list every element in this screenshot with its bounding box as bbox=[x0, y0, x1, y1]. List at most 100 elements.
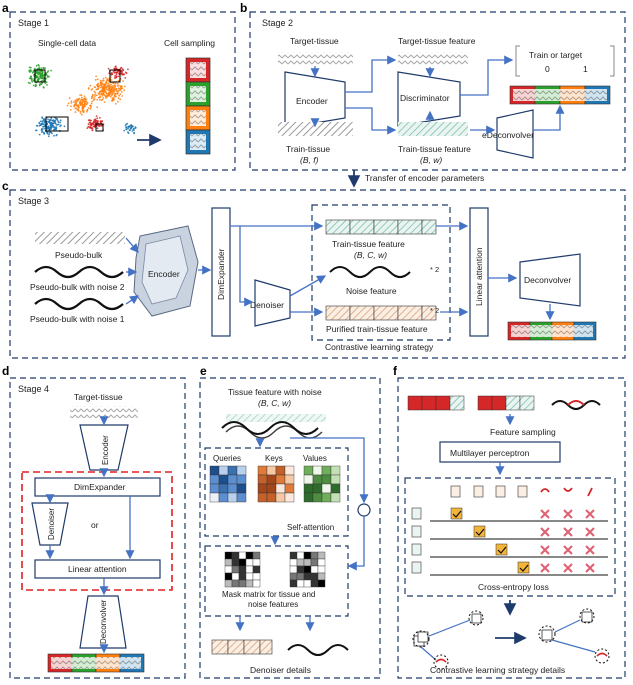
values-matrix bbox=[303, 465, 341, 503]
stage3-frame bbox=[9, 189, 626, 359]
panel-label-d: d bbox=[2, 364, 9, 378]
train-tissue-signal bbox=[278, 122, 353, 136]
train-tissue-dims: (B, f) bbox=[300, 155, 319, 165]
stage1-frame bbox=[9, 11, 236, 171]
s4-output-bar bbox=[47, 653, 145, 673]
stage4-title: Stage 4 bbox=[18, 384, 49, 394]
s4-encoder-block bbox=[79, 424, 129, 471]
pseudo-bulk-label: Pseudo-bulk bbox=[55, 250, 103, 260]
dimexpander-label: DimExpander bbox=[216, 248, 226, 300]
cross-entropy-matrix bbox=[411, 485, 608, 576]
tissue-noise-label: Tissue feature with noise bbox=[228, 387, 322, 397]
contrastive-details-panel: Feature sampling Multilayer perceptron C… bbox=[397, 377, 626, 679]
arrow-disc-label bbox=[460, 55, 514, 96]
panel-label-f: f bbox=[393, 364, 398, 378]
transfer-label: Transfer of encoder parameters bbox=[365, 173, 484, 183]
noise1-label: Pseudo-bulk with noise 1 bbox=[30, 314, 125, 324]
contrastive-frame bbox=[311, 204, 451, 341]
cell-sampling-label: Cell sampling bbox=[164, 38, 215, 48]
sampled-feature-stacks bbox=[407, 395, 535, 411]
times2-bottom: * 2 bbox=[430, 306, 439, 315]
s4-encoder-label: Encoder bbox=[101, 435, 110, 465]
s4-target-tissue-label: Target-tissue bbox=[74, 392, 123, 402]
stage3-deconvolver-label: Deconvolver bbox=[524, 275, 571, 285]
noise2-label: Pseudo-bulk with noise 2 bbox=[30, 282, 125, 292]
purified-label: Purified train-tissue feature bbox=[326, 324, 428, 334]
contrastive-label: Contrastive learning strategy bbox=[325, 342, 434, 352]
encoder-label: Encoder bbox=[296, 96, 328, 106]
sampled-cells-stack bbox=[185, 57, 211, 155]
arrow-edeconv-output bbox=[533, 104, 565, 131]
target-feature-signal bbox=[398, 52, 468, 66]
sample-box-4 bbox=[95, 123, 104, 132]
panel-label-a: a bbox=[2, 1, 9, 15]
panel-e-frame bbox=[199, 377, 381, 679]
mask-matrix-noise bbox=[289, 551, 326, 588]
train-feature-stack bbox=[325, 219, 437, 235]
noise2-signal bbox=[34, 265, 124, 279]
sample-box-3 bbox=[45, 116, 69, 132]
discriminator-label: Discriminator bbox=[400, 93, 450, 103]
noise-feature-label: Noise feature bbox=[346, 286, 397, 296]
single-cell-label: Single-cell data bbox=[38, 38, 96, 48]
mask-frame bbox=[204, 545, 349, 617]
panel-f-frame bbox=[397, 377, 626, 679]
train-feature-dims: (B, w) bbox=[420, 155, 442, 165]
discriminator-block bbox=[397, 71, 461, 127]
purified-feature-stack bbox=[325, 305, 437, 321]
cross-entropy-frame bbox=[404, 477, 616, 597]
s4-denoiser-block bbox=[31, 502, 69, 546]
linear-attention-label: Linear attention bbox=[474, 247, 484, 306]
stage2-frame bbox=[249, 11, 626, 171]
s4-linear-attention-block bbox=[34, 559, 161, 579]
train-tissue-label: Train-tissue bbox=[286, 144, 330, 154]
arrow-input-residual bbox=[290, 437, 369, 504]
denoiser-block bbox=[254, 279, 291, 327]
label-one: 1 bbox=[583, 64, 588, 74]
mask-matrix-tissue bbox=[224, 551, 261, 588]
mask-label-1: Mask matrix for tissue and bbox=[222, 590, 315, 599]
self-attention-frame bbox=[204, 447, 349, 537]
s3-train-feature-label: Train-tissue feature bbox=[332, 239, 405, 249]
stage3-denoiser-label: Denoiser bbox=[250, 300, 284, 310]
s3-train-feature-dims: (B, C, w) bbox=[354, 250, 387, 260]
residual-circle bbox=[357, 503, 371, 517]
arrow-encoder-targetfeat bbox=[345, 55, 397, 93]
keys-label: Keys bbox=[265, 454, 283, 463]
stage3-output-bar bbox=[507, 321, 597, 341]
panel-label-c: c bbox=[2, 179, 9, 193]
times2-top: * 2 bbox=[430, 265, 439, 274]
target-tissue-label: Target-tissue bbox=[290, 36, 339, 46]
linear-attention-block bbox=[469, 207, 489, 337]
arrow-n1-encoder bbox=[125, 295, 140, 305]
s4-deconvolver-label: Deconvolver bbox=[99, 599, 108, 644]
feature-sampling-label: Feature sampling bbox=[490, 427, 556, 437]
edeconvolver-block bbox=[496, 109, 534, 159]
denoiser-details-caption: Denoiser details bbox=[250, 665, 311, 675]
s4-highlight-frame bbox=[21, 471, 173, 591]
dimexpander-block bbox=[211, 207, 231, 337]
panel-label-e: e bbox=[200, 364, 207, 378]
panel-e-dims: (B, C, w) bbox=[258, 398, 291, 408]
stage4-frame bbox=[9, 377, 186, 679]
tissue-noise-signal bbox=[221, 421, 319, 435]
arrow-encoder-trainfeat bbox=[345, 107, 397, 135]
mask-label-2: noise features bbox=[248, 600, 298, 609]
encoder-block bbox=[284, 71, 346, 129]
denoised-feature-stack bbox=[211, 639, 273, 655]
s4-denoiser-label: Denoiser bbox=[47, 508, 56, 540]
denoised-noise-signal bbox=[287, 644, 349, 656]
stage4-panel: Stage 4 Target-tissue Encoder DimExpande… bbox=[9, 377, 186, 679]
mlp-label: Multilayer perceptron bbox=[450, 448, 530, 458]
train-feature-signal bbox=[398, 122, 468, 136]
stage2-panel: Stage 2 Target-tissue Target-tissue feat… bbox=[249, 11, 626, 171]
keys-matrix bbox=[257, 465, 295, 503]
denoiser-details-panel: Tissue feature with noise (B, C, w) Quer… bbox=[199, 377, 381, 679]
queries-label: Queries bbox=[213, 454, 241, 463]
s4-target-signal bbox=[70, 406, 138, 418]
contrastive-details-caption: Contrastive learning strategy details bbox=[430, 665, 565, 675]
sample-box-1 bbox=[34, 69, 46, 83]
noise1-signal bbox=[34, 297, 124, 311]
stage3-panel: Stage 3 Pseudo-bulk Pseudo-bulk with noi… bbox=[9, 189, 626, 359]
